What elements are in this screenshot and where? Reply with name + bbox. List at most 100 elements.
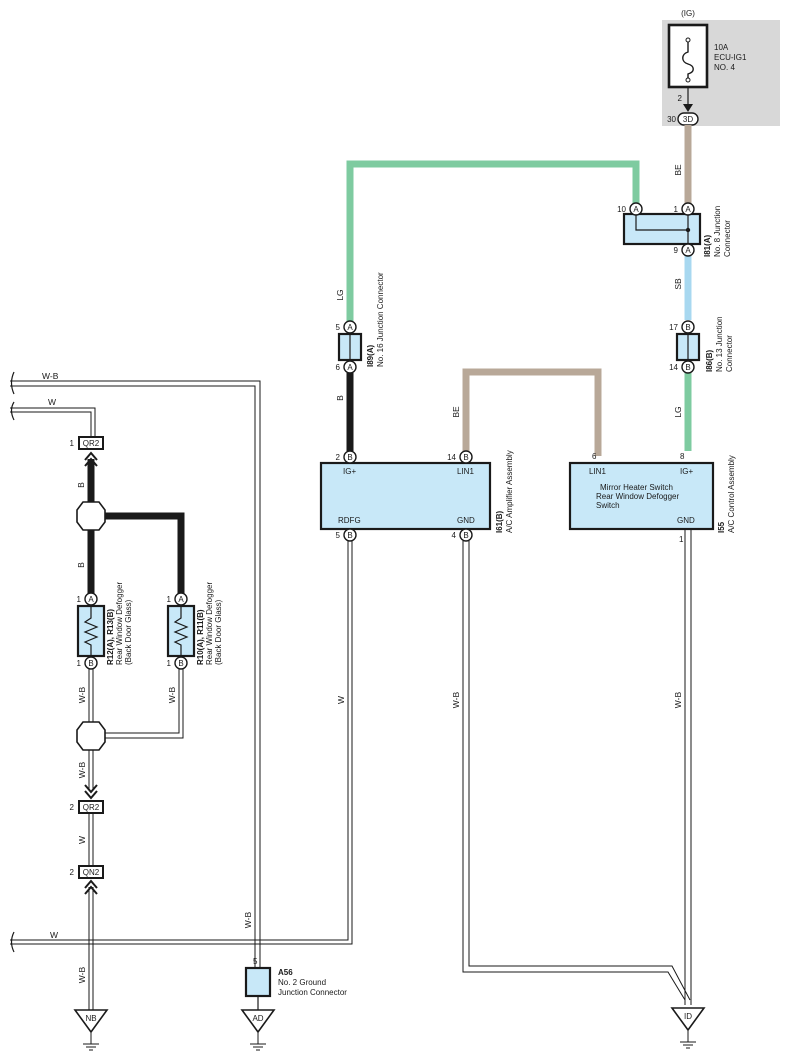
ctrl-line1: Mirror Heater Switch: [600, 483, 673, 492]
amp-gnd-label: GND: [457, 516, 475, 525]
wire-w-qr2: [10, 407, 96, 436]
svg-text:6: 6: [336, 363, 341, 372]
svg-text:2: 2: [70, 803, 75, 812]
pin-30: 30: [667, 115, 676, 124]
amp-code: I61(B): [495, 510, 504, 533]
i89-pin-5: [343, 320, 357, 334]
chevron-up-icon: [84, 879, 98, 889]
wire-label-b-upper: B: [76, 482, 86, 488]
svg-text:NB: NB: [85, 1014, 96, 1023]
ctrl-ig-label: IG+: [680, 467, 693, 476]
wire-label-sb: SB: [673, 278, 683, 290]
svg-text:1: 1: [167, 595, 172, 604]
svg-text:A: A: [685, 205, 691, 214]
svg-text:QR2: QR2: [83, 803, 100, 812]
svg-text:9: 9: [674, 246, 679, 255]
defog1-pin-b: [84, 656, 98, 670]
chevron-up-icon: [84, 451, 98, 461]
svg-text:1: 1: [77, 659, 82, 668]
svg-text:A: A: [347, 323, 353, 332]
svg-text:A: A: [347, 363, 353, 372]
svg-text:B: B: [178, 659, 183, 668]
svg-text:14: 14: [447, 453, 456, 462]
arrow-down-icon: [683, 104, 693, 112]
wire-break-marks: [10, 371, 15, 953]
svg-text:17: 17: [669, 323, 678, 332]
svg-text:AD: AD: [252, 1014, 263, 1023]
i86-pin-14: [681, 360, 695, 374]
i89-code: I89(A): [366, 344, 375, 367]
ctrl-lin1-label: LIN1: [589, 467, 606, 476]
i86-sub: Connector: [725, 335, 734, 372]
i81-pin-10: [629, 202, 643, 216]
a56-sub: Junction Connector: [278, 988, 347, 997]
i81-pin-1: [681, 202, 695, 216]
ctrl-pin-8: 8: [680, 452, 685, 461]
amp-pin-14: [459, 450, 473, 464]
splice-bottom: [76, 721, 106, 751]
wire-label-be-lin: BE: [451, 406, 461, 418]
junction-a56: [244, 966, 272, 998]
ctrl-line2: Rear Window Defogger: [596, 492, 679, 501]
chevron-down-icon: [84, 784, 98, 794]
a56-name: No. 2 Ground: [278, 978, 326, 987]
amp-pin-2: [343, 450, 357, 464]
wire-lg-top: [346, 160, 640, 321]
i81-pin-9: [681, 243, 695, 257]
svg-text:ID: ID: [684, 1012, 692, 1021]
wire-label-wb-ctrl: W-B: [673, 691, 683, 708]
ctrl-pin-6: 6: [592, 452, 597, 461]
ground-id: ID: [670, 1007, 706, 1049]
amp-ig-label: IG+: [343, 467, 356, 476]
wire-label-lg-left: LG: [335, 289, 345, 300]
splice-top: [76, 501, 106, 531]
wire-label-w-top: W: [48, 397, 56, 407]
amp-pin-5: [343, 528, 357, 542]
resistor-icon: [83, 606, 99, 656]
svg-text:1: 1: [674, 205, 679, 214]
svg-text:1: 1: [70, 439, 75, 448]
wire-label-wb-splice: W-B: [77, 761, 87, 778]
wire-label-w-bottom: W: [50, 930, 58, 940]
i81-code: I81(A): [703, 234, 712, 257]
amp-pin-4: [459, 528, 473, 542]
wire-be-lin: [462, 368, 602, 456]
ground-ad: AD: [240, 1009, 276, 1051]
wire-label-w-qr2: W: [77, 836, 87, 844]
defog1-name: Rear Window Defogger: [115, 582, 124, 665]
a56-pin: 5: [253, 957, 258, 966]
wire-wb-a56: [10, 380, 261, 968]
svg-text:2: 2: [70, 868, 75, 877]
svg-text:14: 14: [669, 363, 678, 372]
ctrl-gnd-label: GND: [677, 516, 695, 525]
defog2-code: R10(A), R11(B): [196, 609, 205, 665]
svg-text:B: B: [88, 659, 93, 668]
svg-text:QN2: QN2: [83, 868, 100, 877]
wire-label-wb-defog2: W-B: [167, 686, 177, 703]
i81-name: No. 8 Junction: [713, 206, 722, 257]
ig-label: (IG): [681, 9, 695, 18]
svg-text:B: B: [685, 363, 690, 372]
wire-label-b-lower: B: [76, 562, 86, 568]
i81-sub: Connector: [723, 220, 732, 257]
svg-text:B: B: [347, 531, 352, 540]
wire-label-wb-amp: W-B: [451, 691, 461, 708]
wire-w-rdfg: [10, 541, 349, 941]
connector-qn2: [78, 865, 104, 879]
ctrl-pin-1: 1: [679, 535, 684, 544]
ctrl-code: I55: [717, 521, 726, 533]
wire-label-wb-a56: W-B: [243, 911, 253, 928]
ctrl-name: A/C Control Assembly: [727, 455, 736, 533]
i89-pin-6: [343, 360, 357, 374]
svg-text:4: 4: [452, 531, 457, 540]
wire-label-w-rdfg: W: [336, 696, 346, 704]
i89-name: No. 16 Junction Connector: [376, 272, 385, 367]
svg-text:1: 1: [167, 659, 172, 668]
wire-label-wb-defog1: W-B: [77, 686, 87, 703]
i86-pin-17: [681, 320, 695, 334]
svg-text:2: 2: [336, 453, 341, 462]
svg-text:A: A: [178, 595, 184, 604]
svg-text:B: B: [463, 453, 468, 462]
fuse-name: ECU-IG1: [714, 53, 747, 62]
